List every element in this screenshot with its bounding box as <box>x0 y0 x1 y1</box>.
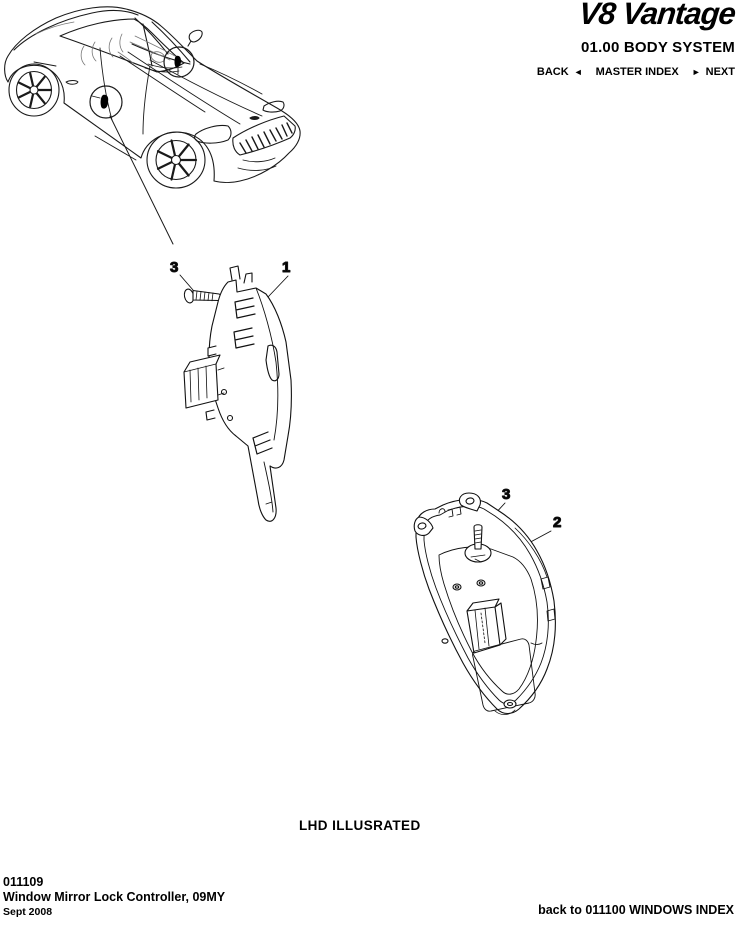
lhd-caption: LHD ILLUSRATED <box>299 818 421 833</box>
rear-wheel <box>8 63 60 117</box>
document-info: 011109 Window Mirror Lock Controller, 09… <box>3 875 225 918</box>
leader-line-to-part <box>109 115 174 245</box>
nav-back-link[interactable]: BACK ◄ <box>537 66 583 78</box>
part-diagram-window-switch: 3 1 <box>169 258 292 522</box>
screw-item-3 <box>183 288 222 304</box>
windows-index-back-link[interactable]: back to 011100 WINDOWS INDEX <box>538 903 734 917</box>
door-location-callout <box>89 85 123 119</box>
dash-location-callout <box>163 46 195 78</box>
callout-3b-label: 3 <box>502 486 510 503</box>
connector-socket <box>466 598 507 654</box>
switch-module-item-1 <box>183 265 292 522</box>
nav-master-index-link[interactable]: MASTER INDEX <box>596 66 679 78</box>
car-interior-lines <box>35 21 176 66</box>
vantage-logo: V8 Vantage <box>577 0 737 31</box>
back-arrow-icon: ◄ <box>573 67 583 77</box>
doc-number: 011109 <box>3 875 44 889</box>
nav-back-label: BACK <box>536 66 569 78</box>
recessed-panel <box>472 638 536 716</box>
callout-1-label: 1 <box>282 259 290 276</box>
car-locator-illustration <box>4 6 301 245</box>
headlights <box>194 100 285 171</box>
callout-3-label: 3 <box>170 259 178 276</box>
nav-next-label: NEXT <box>705 66 735 78</box>
front-grille <box>232 115 296 156</box>
doc-date: Sept 2008 <box>3 905 53 918</box>
nav-master-index-label: MASTER INDEX <box>595 66 679 78</box>
next-arrow-icon: ► <box>691 67 701 77</box>
page-navigation: BACK ◄ MASTER INDEX ► NEXT <box>537 66 735 78</box>
body-system-title: 01.00 BODY SYSTEM <box>580 39 735 56</box>
front-wheel <box>146 131 206 189</box>
screw-item-3b <box>464 524 492 563</box>
callout-2-label: 2 <box>553 514 561 531</box>
doc-title: Window Mirror Lock Controller, 09MY <box>3 889 226 904</box>
car-body <box>4 6 301 184</box>
nav-next-link[interactable]: ► NEXT <box>692 66 735 78</box>
part-diagram-mirror-controller: 3 2 <box>413 485 562 716</box>
